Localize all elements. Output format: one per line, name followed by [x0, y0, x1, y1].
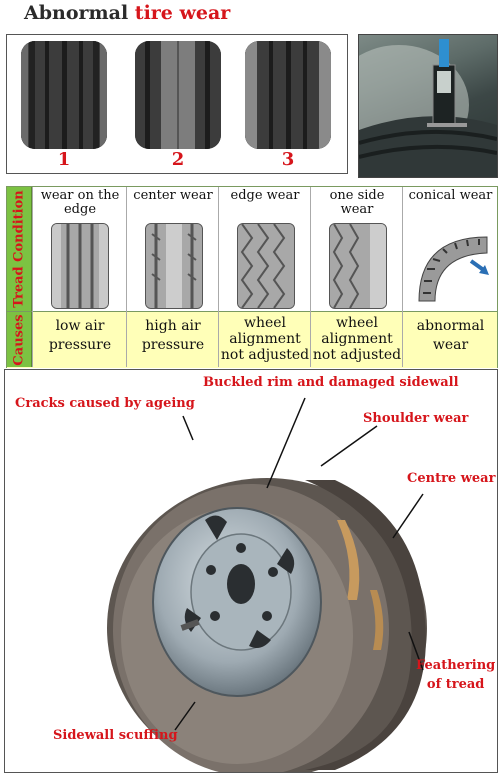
edge-wear-tread-icon [51, 223, 109, 309]
label-centre-wear: Centre wear [407, 471, 496, 486]
header-line: wear on the [40, 188, 120, 203]
cause-line: wear [432, 337, 469, 353]
tread-condition-label: Tread Condition [7, 187, 32, 311]
tread-examples-panel: 1 2 3 [6, 34, 348, 174]
header-line: center wear [133, 188, 213, 203]
label-sidewall-scuffing: Sidewall scuffing [53, 728, 178, 743]
conical-wear-tire-icon [413, 231, 493, 311]
label-buckled-rim: Buckled rim and damaged sidewall [203, 375, 459, 390]
label-shoulder-wear: Shoulder wear [363, 411, 469, 426]
column-header: one side wear [311, 189, 403, 217]
column-center-high-pressure: center wear high air pressure [126, 187, 219, 367]
cause-text: low air pressure [33, 317, 127, 355]
damaged-tire-illustration [107, 397, 427, 772]
tread-condition-label-text: Tread Condition [11, 190, 27, 308]
label-feathering: Feathering of tread [416, 656, 495, 694]
title-part2: tire wear [134, 2, 231, 24]
causes-label-text: Causes [11, 313, 27, 366]
cause-line: wheel [335, 315, 379, 331]
column-one-side: one side wear wheel alignment not adjust… [310, 187, 403, 367]
title-part1: Abnormal [24, 2, 129, 24]
cause-line: not adjusted [220, 347, 310, 363]
column-header: conical wear [403, 189, 498, 203]
cause-line: wheel [243, 315, 287, 331]
edge-wear-alignment-tread-icon [237, 223, 295, 309]
tread-image-2 [135, 41, 221, 149]
tread-condition-table: Tread Condition Causes wear on the edge … [6, 186, 498, 368]
header-line: edge wear [230, 188, 300, 203]
cause-line: high air [145, 318, 201, 334]
causes-row [7, 311, 497, 368]
causes-label: Causes [7, 312, 32, 367]
column-edge-low-pressure: wear on the edge low air pressure [32, 187, 127, 367]
cause-line: pressure [48, 337, 112, 353]
header-line: edge [63, 202, 97, 217]
column-edge-alignment: edge wear wheel alignment not adjusted [218, 187, 311, 367]
header-line: wear [340, 202, 374, 217]
tread-depth-gauge-photo [358, 34, 498, 178]
cause-text: high air pressure [127, 317, 219, 355]
cause-line: not adjusted [312, 347, 402, 363]
label-feathering-line1: Feathering [416, 658, 496, 673]
header-line: one side [329, 188, 385, 203]
page-title: Abnormal tire wear [24, 2, 230, 24]
label-feathering-line2: of tread [426, 677, 485, 692]
column-header: center wear [127, 189, 219, 203]
tread-image-3 [245, 41, 331, 149]
tread-number-3: 3 [281, 149, 295, 170]
one-side-wear-tread-icon [329, 223, 387, 309]
tread-number-2: 2 [171, 149, 185, 170]
cause-line: alignment [321, 331, 393, 347]
center-wear-tread-icon [145, 223, 203, 309]
cause-text: wheel alignment not adjusted [311, 315, 403, 363]
cause-line: abnormal [416, 318, 485, 334]
tire-damage-diagram: Cracks caused by ageing Buckled rim and … [4, 369, 498, 773]
cause-text: abnormal wear [403, 317, 498, 355]
cause-line: low air [55, 318, 105, 334]
header-line: conical wear [408, 188, 493, 203]
cause-line: alignment [229, 331, 301, 347]
tread-number-1: 1 [57, 149, 71, 170]
cause-text: wheel alignment not adjusted [219, 315, 311, 363]
column-header: edge wear [219, 189, 311, 203]
column-conical: conical wear abnormal wear [402, 187, 498, 367]
tread-image-1 [21, 41, 107, 149]
label-cracks: Cracks caused by ageing [15, 396, 195, 411]
cause-line: pressure [141, 337, 205, 353]
column-header: wear on the edge [33, 189, 127, 217]
